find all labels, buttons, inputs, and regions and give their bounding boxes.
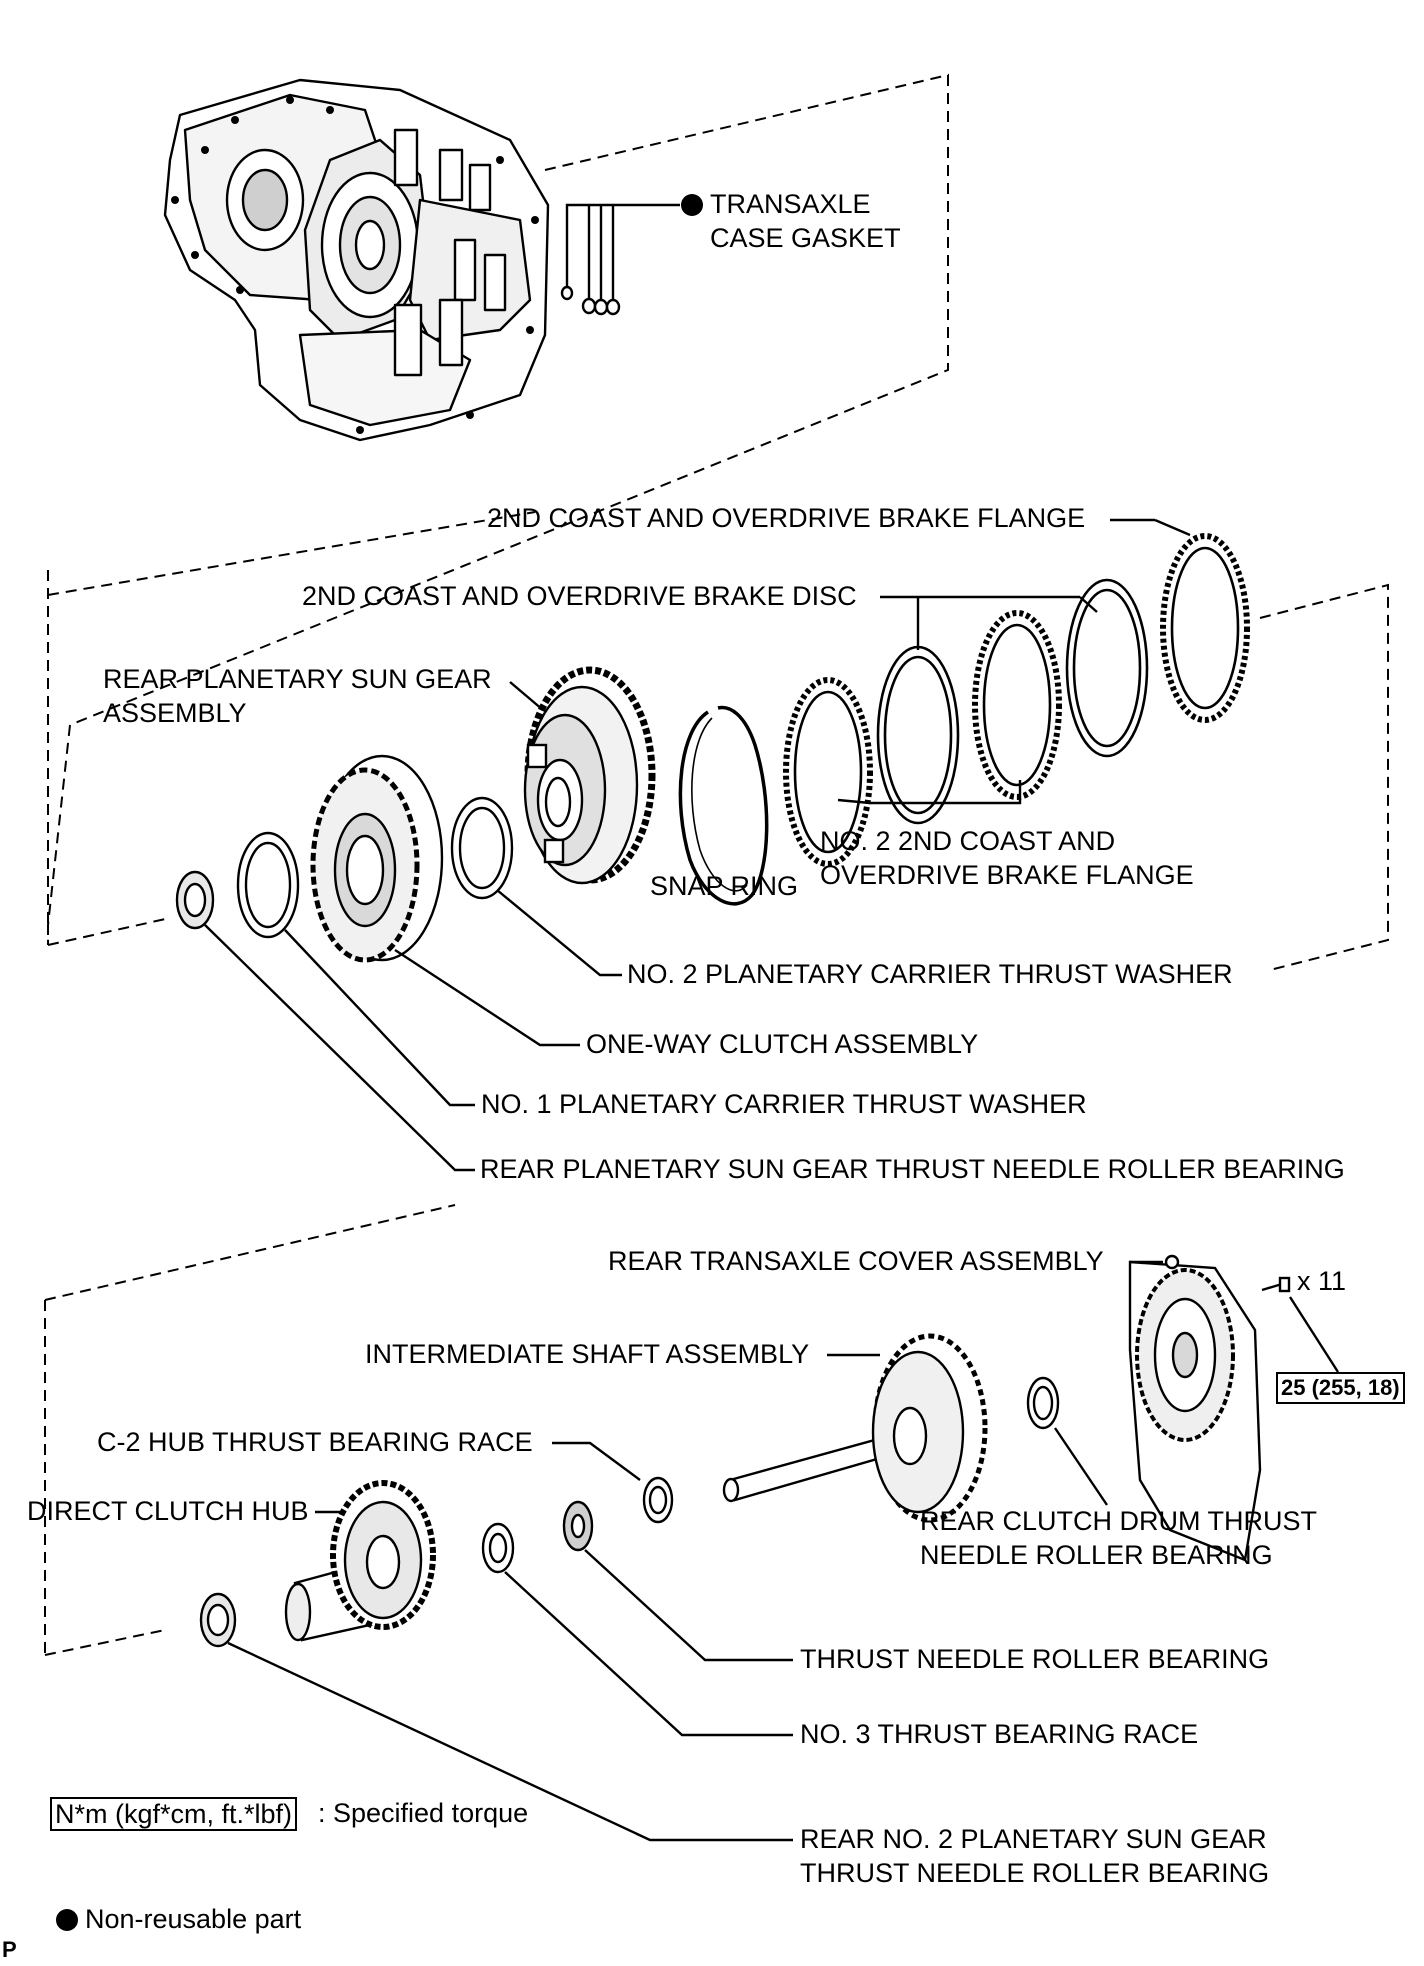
label-one-way-clutch: ONE-WAY CLUTCH ASSEMBLY — [586, 1029, 979, 1059]
rear-no2-sun-gear-bearing-drawing — [199, 1592, 237, 1648]
label-transaxle-case-gasket-2: CASE GASKET — [710, 223, 901, 253]
one-way-clutch-leader — [394, 948, 580, 1047]
snap-ring — [678, 705, 769, 906]
label-rear-no2-sun-gear-bearing-2: THRUST NEEDLE ROLLER BEARING — [800, 1858, 1270, 1888]
rear-clutch-drum-leader — [1054, 1427, 1108, 1506]
label-snap-ring: SNAP RING — [650, 871, 799, 901]
label-no3-race: NO. 3 THRUST BEARING RACE — [800, 1719, 1199, 1749]
no3-race-drawing — [481, 1522, 515, 1574]
no3-race-leader — [504, 1571, 793, 1737]
label-rear-planetary-sun-gear-2: ASSEMBLY — [103, 698, 247, 728]
brake-disc-ring-3 — [1065, 578, 1149, 758]
label-no2-brake-flange-1: NO. 2 2ND COAST AND — [820, 826, 1116, 856]
no1-washer-leader — [284, 929, 475, 1107]
transaxle-case-drawing — [163, 78, 550, 442]
direct-clutch-hub-drawing — [284, 1480, 436, 1642]
label-c2-hub-race: C-2 HUB THRUST BEARING RACE — [97, 1427, 533, 1457]
label-rear-no2-sun-gear-bearing-1: REAR NO. 2 PLANETARY SUN GEAR — [800, 1824, 1267, 1854]
label-transaxle-case-gasket-1: TRANSAXLE — [710, 189, 871, 219]
c2-hub-leader — [552, 1441, 641, 1481]
sun-gear-leader — [509, 681, 544, 711]
sun-gear-bearing-drawing — [175, 870, 215, 930]
case-gasket-rings — [560, 285, 621, 316]
torque-spec-box: 25 (255, 18) — [1276, 1372, 1405, 1404]
label-direct-clutch-hub: DIRECT CLUTCH HUB — [27, 1496, 309, 1526]
no2-brake-flange-ring-1 — [783, 677, 873, 867]
label-bolt-count: x 11 — [1297, 1266, 1347, 1296]
sun-gear-bearing-leader — [204, 924, 475, 1172]
label-rear-clutch-drum-bearing-2: NEEDLE ROLLER BEARING — [920, 1540, 1273, 1570]
torque-leader — [1288, 1296, 1340, 1373]
no2-carrier-washer-drawing — [450, 796, 514, 900]
no1-carrier-washer-drawing — [236, 831, 300, 939]
rear-clutch-drum-bearing-drawing — [1026, 1376, 1060, 1430]
legend-non-reusable: Non-reusable part — [85, 1904, 302, 1934]
thrust-needle-bearing-drawing — [562, 1500, 594, 1552]
label-sun-gear-bearing: REAR PLANETARY SUN GEAR THRUST NEEDLE RO… — [480, 1154, 1345, 1184]
no2-brake-flange-ring-2 — [972, 610, 1062, 800]
label-thrust-needle-bearing: THRUST NEEDLE ROLLER BEARING — [800, 1644, 1270, 1674]
brake-flange-ring — [1160, 533, 1250, 723]
bolt-drawing — [1261, 1276, 1291, 1293]
rear-transaxle-cover-drawing — [1128, 1254, 1262, 1562]
brake-rings — [678, 533, 1250, 906]
brake-disc-ring-2 — [876, 645, 960, 825]
label-no2-planetary-carrier-washer: NO. 2 PLANETARY CARRIER THRUST WASHER — [627, 959, 1233, 989]
no2-washer-leader — [496, 889, 622, 977]
legend-torque-unit: N*m (kgf*cm, ft.*lbf) — [50, 1797, 298, 1831]
dashed-guide-lines — [44, 73, 1389, 1656]
one-way-clutch-drawing — [310, 754, 444, 963]
non-reusable-dot — [681, 194, 703, 216]
label-rear-transaxle-cover: REAR TRANSAXLE COVER ASSEMBLY — [608, 1246, 1104, 1276]
label-rear-clutch-drum-bearing-1: REAR CLUTCH DRUM THRUST — [920, 1506, 1318, 1536]
label-no1-planetary-carrier-washer: NO. 1 PLANETARY CARRIER THRUST WASHER — [481, 1089, 1087, 1119]
label-intermediate-shaft: INTERMEDIATE SHAFT ASSEMBLY — [365, 1339, 810, 1369]
corner-code: P — [2, 1937, 17, 1962]
legend-non-reusable-dot — [56, 1909, 78, 1931]
rear-planetary-sun-gear-drawing — [523, 666, 656, 885]
label-rear-planetary-sun-gear-1: REAR PLANETARY SUN GEAR — [103, 664, 492, 694]
legend-torque-text: : Specified torque — [318, 1798, 529, 1828]
c2-hub-race-drawing — [642, 1476, 674, 1524]
brake-disc-leaders — [837, 518, 1191, 805]
label-brake-disc: 2ND COAST AND OVERDRIVE BRAKE DISC — [302, 581, 857, 611]
intermediate-shaft-drawing — [722, 1333, 988, 1523]
rear-no2-bearing-leader — [227, 1641, 793, 1842]
label-no2-brake-flange-2: OVERDRIVE BRAKE FLANGE — [820, 860, 1194, 890]
label-brake-flange: 2ND COAST AND OVERDRIVE BRAKE FLANGE — [487, 503, 1086, 533]
case-gasket-leader — [565, 203, 680, 300]
thrust-needle-leader — [584, 1549, 793, 1662]
